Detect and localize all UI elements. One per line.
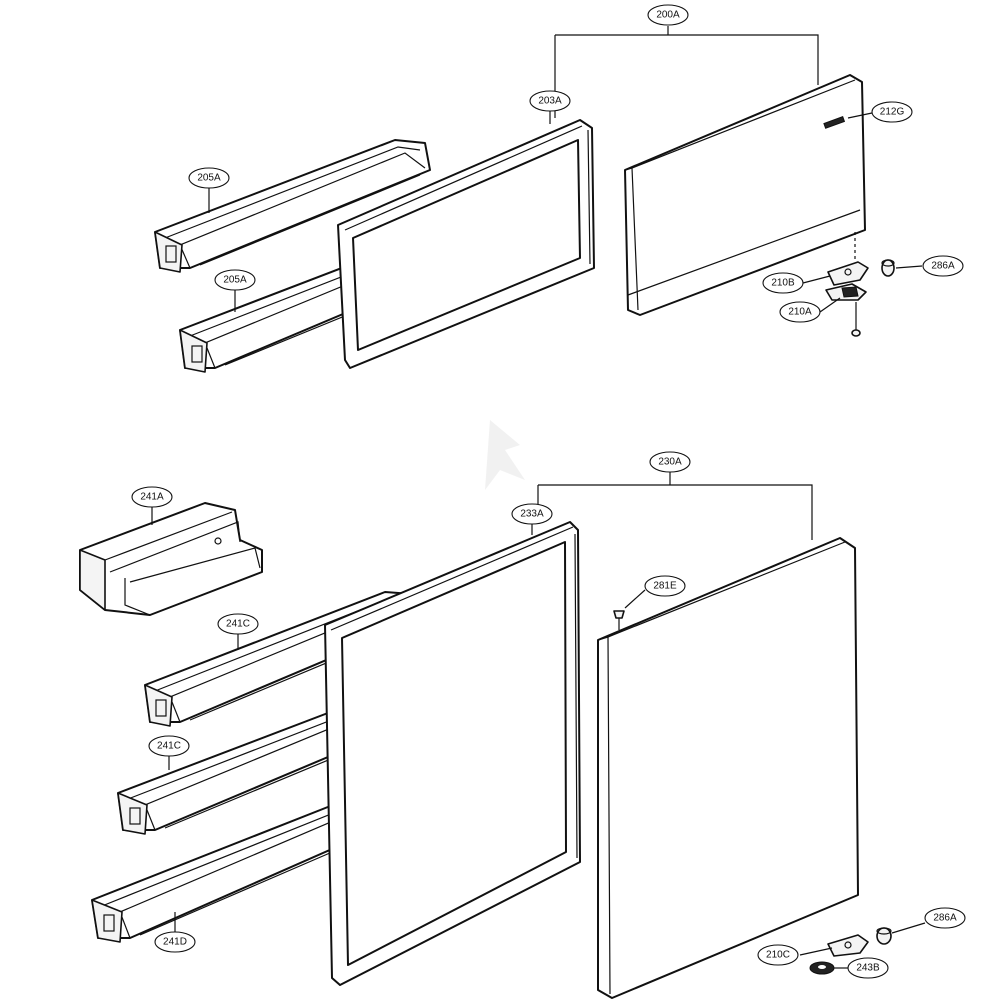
callout-205a-upper: 205A — [188, 167, 230, 189]
callout-210b: 210B — [762, 272, 804, 294]
svg-text:241D: 241D — [163, 937, 187, 948]
svg-text:210C: 210C — [766, 950, 790, 961]
cap-286a-bottom — [876, 927, 892, 945]
leader-212g — [847, 112, 873, 119]
hinge-210c — [827, 934, 869, 957]
door-gasket-233a — [324, 521, 581, 986]
watermark — [485, 420, 525, 490]
callout-210a: 210A — [779, 301, 821, 323]
callout-233a: 233A — [511, 503, 553, 525]
plug-281e — [613, 610, 625, 630]
callout-212g: 212G — [871, 101, 913, 123]
svg-text:200A: 200A — [656, 10, 680, 21]
leader-286a-bottom — [891, 922, 926, 934]
svg-text:230A: 230A — [658, 457, 682, 468]
screw-top — [851, 302, 861, 337]
door-bin-205a-upper — [154, 139, 431, 273]
callout-243b: 243B — [847, 957, 889, 979]
callout-286a-top: 286A — [922, 255, 964, 277]
hinge-210a — [825, 283, 867, 301]
callout-230a: 230A — [649, 451, 691, 473]
leader-286a-top — [895, 265, 923, 269]
callout-205a-lower: 205A — [214, 269, 256, 291]
washer-243b — [809, 961, 835, 975]
callout-241c-upper: 241C — [217, 613, 259, 635]
svg-text:210B: 210B — [771, 278, 795, 289]
callout-200a: 200A — [647, 4, 689, 26]
leader-230a — [537, 472, 813, 540]
callout-241d: 241D — [154, 931, 196, 953]
callout-241c-lower: 241C — [148, 735, 190, 757]
svg-text:212G: 212G — [880, 107, 905, 118]
callout-210c: 210C — [757, 944, 799, 966]
svg-text:241A: 241A — [140, 492, 164, 503]
svg-text:205A: 205A — [197, 173, 221, 184]
svg-text:203A: 203A — [538, 96, 562, 107]
door-gasket-203a — [337, 119, 595, 369]
hinge-210b — [827, 261, 869, 286]
callout-203a: 203A — [529, 90, 571, 112]
cap-286a-top — [881, 259, 895, 277]
svg-text:241C: 241C — [157, 741, 181, 752]
svg-text:241C: 241C — [226, 619, 250, 630]
leader-210c — [799, 947, 833, 956]
fresh-food-door-230a — [597, 537, 859, 999]
callout-281e: 281E — [644, 575, 686, 597]
dairy-bin-241a — [79, 502, 263, 616]
svg-text:286A: 286A — [933, 913, 957, 924]
svg-text:205A: 205A — [223, 275, 247, 286]
callout-286a-bottom: 286A — [924, 907, 966, 929]
leader-210b — [802, 275, 831, 284]
callout-241a: 241A — [131, 486, 173, 508]
svg-text:281E: 281E — [653, 581, 677, 592]
leader-281e — [624, 589, 646, 609]
svg-text:286A: 286A — [931, 261, 955, 272]
svg-text:243B: 243B — [856, 963, 880, 974]
freezer-door-200a — [624, 74, 866, 316]
svg-text:210A: 210A — [788, 307, 812, 318]
leader-210a — [819, 297, 841, 313]
svg-text:233A: 233A — [520, 509, 544, 520]
